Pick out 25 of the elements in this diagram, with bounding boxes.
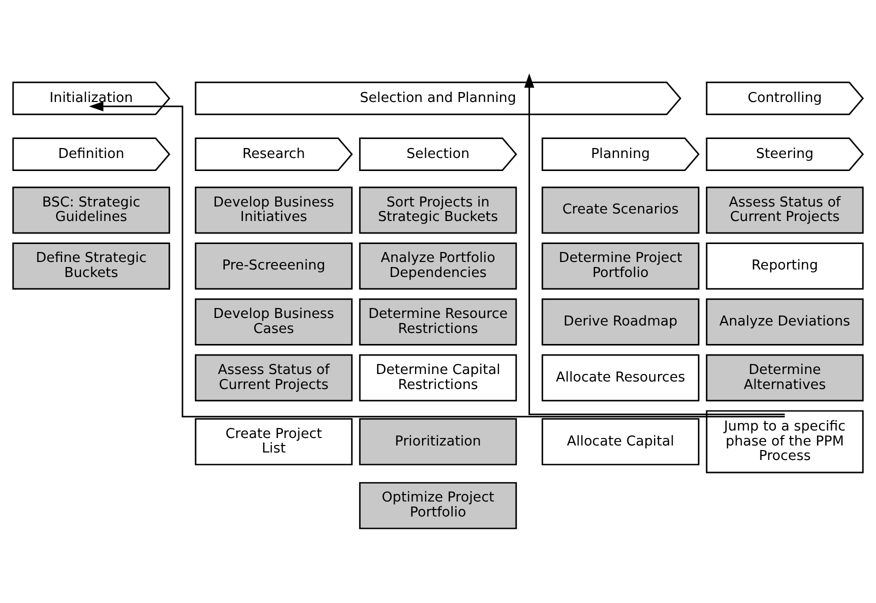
arrow	[524, 72, 785, 415]
node-box: Optimize Project Portfolio	[359, 482, 517, 529]
node-box: Create Scenarios	[542, 186, 700, 234]
node-box: BSC: Strategic Guidelines	[12, 186, 170, 234]
node-box: Develop Business Cases	[194, 298, 353, 346]
node-box: Define Strategic Buckets	[12, 242, 170, 290]
node-box: Assess Status of Current Projects	[706, 186, 864, 234]
node-box: Create Project List	[194, 418, 353, 465]
node-box: Pre-Screeening	[194, 242, 353, 290]
node-box: Determine Project Portfolio	[542, 242, 700, 290]
node-box: Analyze Deviations	[706, 298, 864, 346]
node-box: Assess Status of Current Projects	[194, 354, 353, 401]
node-box: Analyze Portfolio Dependencies	[359, 242, 517, 290]
node-box: Sort Projects in Strategic Buckets	[359, 186, 517, 234]
node-box: Determine Resource Restrictions	[359, 298, 517, 346]
node-box: Derive Roadmap	[542, 298, 700, 346]
node-box: Allocate Capital	[542, 418, 700, 465]
node-box: Determine Alternatives	[706, 354, 864, 401]
node-box: Determine Capital Restrictions	[359, 354, 517, 401]
node-box: Prioritization	[359, 418, 517, 465]
node-box: Reporting	[706, 242, 864, 290]
node-box: Allocate Resources	[542, 354, 700, 401]
node-box: Develop Business Initiatives	[194, 186, 353, 234]
arrow	[88, 100, 785, 417]
node-box: Jump to a specific phase of the PPM Process	[706, 410, 864, 473]
